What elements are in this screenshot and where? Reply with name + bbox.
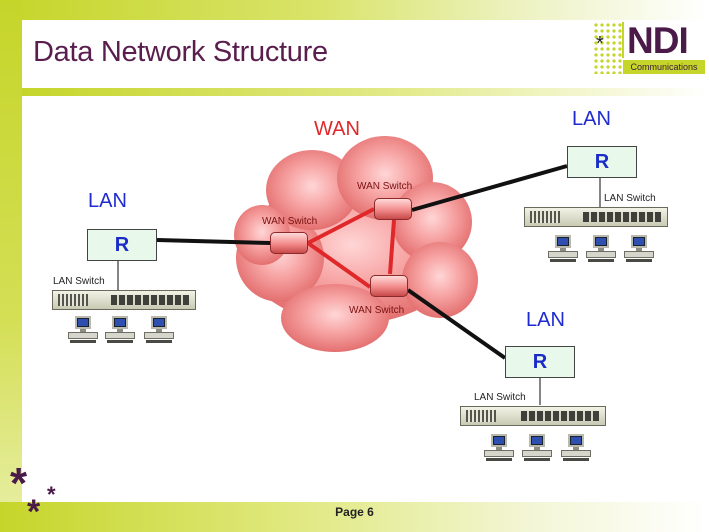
wan-link-w2-w3 (388, 219, 396, 275)
switch-drops (117, 176, 601, 405)
pc-icon (548, 235, 578, 263)
wan-switch-label: WAN Switch (262, 216, 318, 227)
uplink-right (411, 164, 568, 212)
uplink-left (156, 238, 271, 245)
pc-icon (624, 235, 654, 263)
logo-subtitle: Communications (623, 60, 705, 74)
switch-ports (111, 295, 189, 305)
switch-ports (521, 411, 599, 421)
lan-switch-label: LAN Switch (604, 193, 656, 204)
pc-icon (484, 434, 514, 462)
switch-panel (466, 410, 496, 422)
decor-asterisk-large: * (10, 459, 28, 508)
pc-icon (586, 235, 616, 263)
decor-asterisk-small: * (47, 482, 56, 507)
wan-switch-label: WAN Switch (357, 181, 413, 192)
router: R (505, 346, 575, 378)
lan-switch (524, 207, 668, 227)
lan-label: LAN (88, 190, 127, 212)
wan-switch-w3 (370, 275, 408, 297)
wan-switch-w1 (270, 232, 308, 254)
pc-icon (144, 316, 174, 344)
title-separator (22, 88, 709, 96)
wan-label: WAN (314, 118, 360, 140)
lan-label: LAN (526, 309, 565, 331)
wan-link-w1-w2 (307, 207, 375, 245)
lan-switch-label: LAN Switch (474, 392, 526, 403)
wan-switch-label: WAN Switch (349, 305, 405, 316)
wan-link-w1-w3 (306, 241, 372, 289)
router: R (567, 146, 637, 178)
lan-uplinks (156, 164, 568, 360)
router: R (87, 229, 157, 261)
left-band (0, 0, 22, 532)
logo-dots (593, 22, 623, 74)
pc-icon (561, 434, 591, 462)
switch-panel (58, 294, 88, 306)
wan-links (306, 207, 396, 289)
footer-band (0, 502, 709, 532)
lan-switch (52, 290, 196, 310)
lan-switch (460, 406, 606, 426)
ndi-logo: * NDI Communications (593, 20, 705, 78)
lan-switch-label: LAN Switch (53, 276, 105, 287)
header-band (0, 0, 709, 20)
slide-title: Data Network Structure (33, 36, 328, 68)
pc-icon (105, 316, 135, 344)
pc-icon (68, 316, 98, 344)
uplink-bottom (406, 288, 507, 360)
switch-ports (583, 212, 661, 222)
page-number: Page 6 (335, 505, 374, 519)
decor-asterisk-medium: * (27, 493, 41, 531)
lan-label: LAN (572, 108, 611, 130)
logo-star: * (596, 33, 604, 55)
switch-panel (530, 211, 560, 223)
wan-switch-w2 (374, 198, 412, 220)
pc-icon (522, 434, 552, 462)
logo-text: NDI (622, 22, 709, 60)
